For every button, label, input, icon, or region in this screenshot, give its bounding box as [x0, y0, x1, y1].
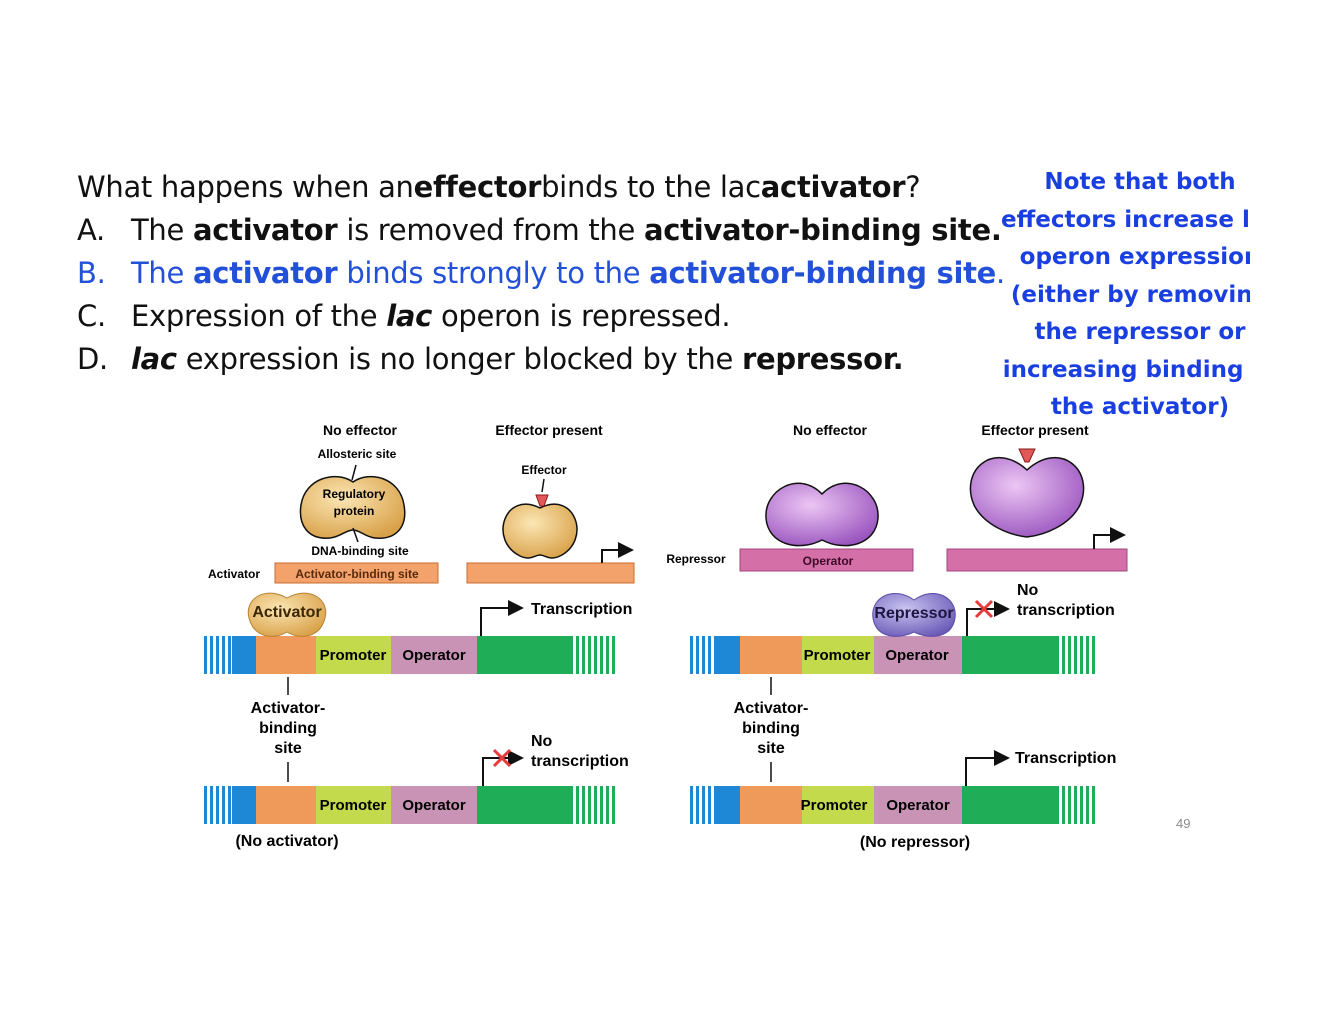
note-line: Note that both — [1044, 169, 1236, 195]
right-no-effector-label: No effector — [793, 422, 867, 438]
left-abs-label-3: site — [274, 740, 302, 757]
option-text: binds strongly to the — [337, 256, 650, 290]
dna-binding-site-label: DNA-binding site — [311, 544, 409, 558]
right-abs-label-2: binding — [742, 720, 800, 737]
no-activator-caption: (No activator) — [235, 833, 338, 850]
regulatory-protein-label-1: Regulatory — [323, 487, 386, 501]
note-line: (either by removing — [1010, 281, 1250, 308]
effector-molecule — [535, 494, 549, 507]
option-a[interactable]: A. The activator is removed from the act… — [77, 209, 1017, 252]
question-stem: What happens when an effector binds to t… — [77, 166, 1017, 209]
option-c[interactable]: C. Expression of the lac operon is repre… — [77, 295, 1017, 338]
note-line: operon expression — [1019, 244, 1250, 270]
right-transcription-label: Transcription — [1015, 750, 1116, 767]
right-dna-row-2 — [688, 786, 1098, 824]
right-no-label: No — [1017, 582, 1039, 599]
operator-bar — [739, 548, 914, 572]
activator-protein-label: Activator — [252, 604, 321, 621]
activator-binding-site-bar — [274, 562, 439, 584]
option-letter: D. — [77, 342, 108, 376]
note-line: effectors increase lac — [1001, 206, 1250, 233]
note-line: the repressor or — [1034, 319, 1246, 345]
right-dna-row-1 — [688, 636, 1098, 674]
left-promoter-label-2: Promoter — [320, 797, 387, 814]
operator-bar-label: Operator — [803, 554, 854, 568]
right-abs-label-3: site — [757, 740, 785, 757]
stem-text: ? — [905, 170, 921, 204]
activator-with-effector-shape — [502, 503, 578, 559]
option-b[interactable]: B. The activator binds strongly to the a… — [77, 252, 1017, 295]
repressor-label: Repressor — [666, 552, 726, 566]
no-repressor-caption: (No repressor) — [860, 834, 970, 851]
option-letter: C. — [77, 299, 106, 333]
option-d[interactable]: D. lac expression is no longer blocked b… — [77, 338, 1017, 381]
repressor-shape — [765, 482, 879, 547]
page-number: 49 — [1176, 816, 1191, 831]
option-italic: lac — [386, 299, 433, 333]
option-text: operon is repressed. — [432, 299, 731, 333]
note-line: increasing binding of — [1002, 356, 1250, 383]
left-no-effector-label: No effector — [323, 422, 397, 438]
left-dna-row-1 — [204, 636, 615, 674]
option-bold: activator — [192, 256, 338, 290]
left-effector-present-label: Effector present — [495, 422, 603, 438]
option-bold: activator-binding site — [649, 256, 997, 290]
left-abs-label-2: binding — [259, 720, 317, 737]
note-line: the activator) — [1050, 394, 1230, 420]
right-no-transcription-label: transcription — [1017, 602, 1115, 619]
option-text: expression is no longer blocked by the — [176, 342, 742, 376]
effector-label: Effector — [521, 463, 567, 477]
stem-bold: activator — [760, 170, 906, 204]
repressor-protein-label: Repressor — [874, 605, 953, 622]
left-operator-label-2: Operator — [402, 797, 466, 814]
left-transcription-label: Transcription — [531, 601, 632, 618]
left-operator-label: Operator — [402, 647, 466, 664]
regulatory-protein-label-2: protein — [334, 504, 375, 518]
left-no-label: No — [531, 733, 553, 750]
right-operator-label-2: Operator — [886, 797, 950, 814]
left-promoter-label: Promoter — [320, 647, 387, 664]
no-transcription-x-icon-2 — [974, 599, 994, 619]
option-letter: A. — [77, 213, 105, 247]
question-block: What happens when an effector binds to t… — [77, 166, 1017, 381]
option-text: The — [131, 213, 193, 247]
option-text: Expression of the — [131, 299, 387, 333]
right-promoter-label: Promoter — [804, 647, 871, 664]
activator-binding-site-label: Activator-binding site — [295, 567, 419, 581]
stem-bold: effector — [413, 170, 542, 204]
right-effector-present-label: Effector present — [981, 422, 1089, 438]
allosteric-site-label: Allosteric site — [318, 447, 397, 461]
option-bold: repressor. — [741, 342, 904, 376]
right-abs-label-1: Activator- — [734, 700, 809, 717]
option-text: is removed from the — [337, 213, 644, 247]
left-dna-row-2 — [204, 786, 615, 824]
activator-protein-bound — [247, 592, 327, 637]
option-letter: B. — [77, 256, 106, 290]
option-bold: activator-binding site. — [643, 213, 1002, 247]
left-abs-label-1: Activator- — [251, 700, 326, 717]
repressor-with-effector-shape — [969, 457, 1085, 538]
right-operator-label: Operator — [885, 647, 949, 664]
repressor-protein-bound — [872, 593, 956, 637]
option-bold: activator — [192, 213, 338, 247]
right-promoter-label-2: Promoter — [801, 797, 868, 814]
option-italic: lac — [131, 342, 177, 376]
activator-label: Activator — [208, 567, 260, 581]
option-text: The — [131, 256, 193, 290]
operator-bar-2 — [946, 548, 1128, 572]
stem-text: binds to the lac — [541, 170, 761, 204]
activator-binding-site-bar-2 — [466, 562, 635, 584]
option-text: . — [996, 256, 1005, 290]
side-note: Note that both effectors increase lac op… — [1000, 164, 1250, 424]
effector-molecule-2 — [1018, 448, 1036, 463]
stem-text: What happens when an — [77, 170, 414, 204]
left-no-transcription-label: transcription — [531, 753, 629, 770]
no-transcription-x-icon — [492, 748, 512, 768]
